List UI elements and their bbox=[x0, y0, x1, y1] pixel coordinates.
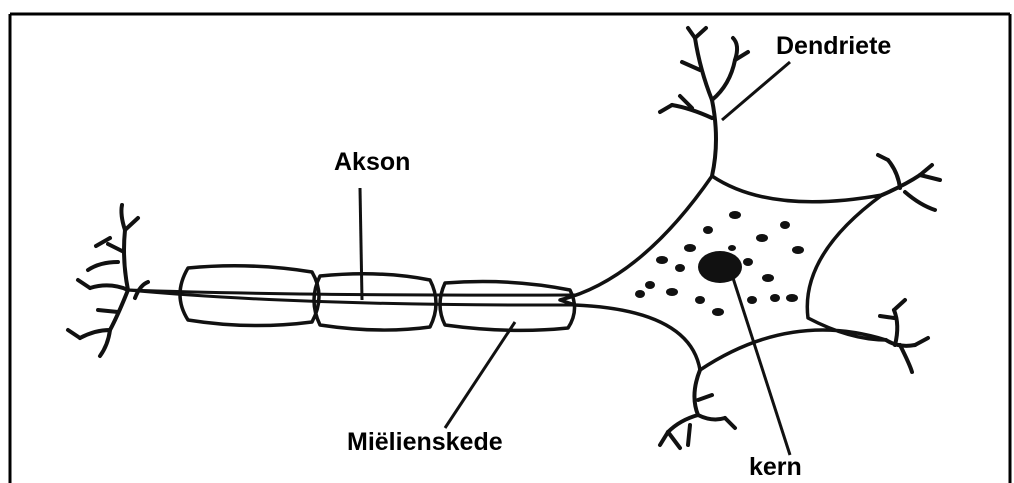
axon-shaft bbox=[128, 290, 575, 305]
dendrite-bottom bbox=[660, 370, 735, 448]
axon-leader bbox=[360, 188, 362, 300]
dendrite-lower-right bbox=[880, 300, 928, 372]
diagram-frame bbox=[10, 14, 1010, 483]
axon-terminals bbox=[68, 205, 148, 356]
myelin-sheath-leader bbox=[445, 322, 515, 428]
myelin-sheath-label: Miëlienskede bbox=[347, 428, 503, 456]
nucleus-leader bbox=[733, 278, 790, 455]
nucleus bbox=[698, 251, 742, 283]
nucleus-label: kern bbox=[749, 453, 802, 481]
dendrites-label: Dendriete bbox=[776, 32, 891, 60]
dendrite-right bbox=[878, 155, 940, 210]
axon-label: Akson bbox=[334, 148, 410, 176]
dendrite-top bbox=[660, 28, 748, 176]
